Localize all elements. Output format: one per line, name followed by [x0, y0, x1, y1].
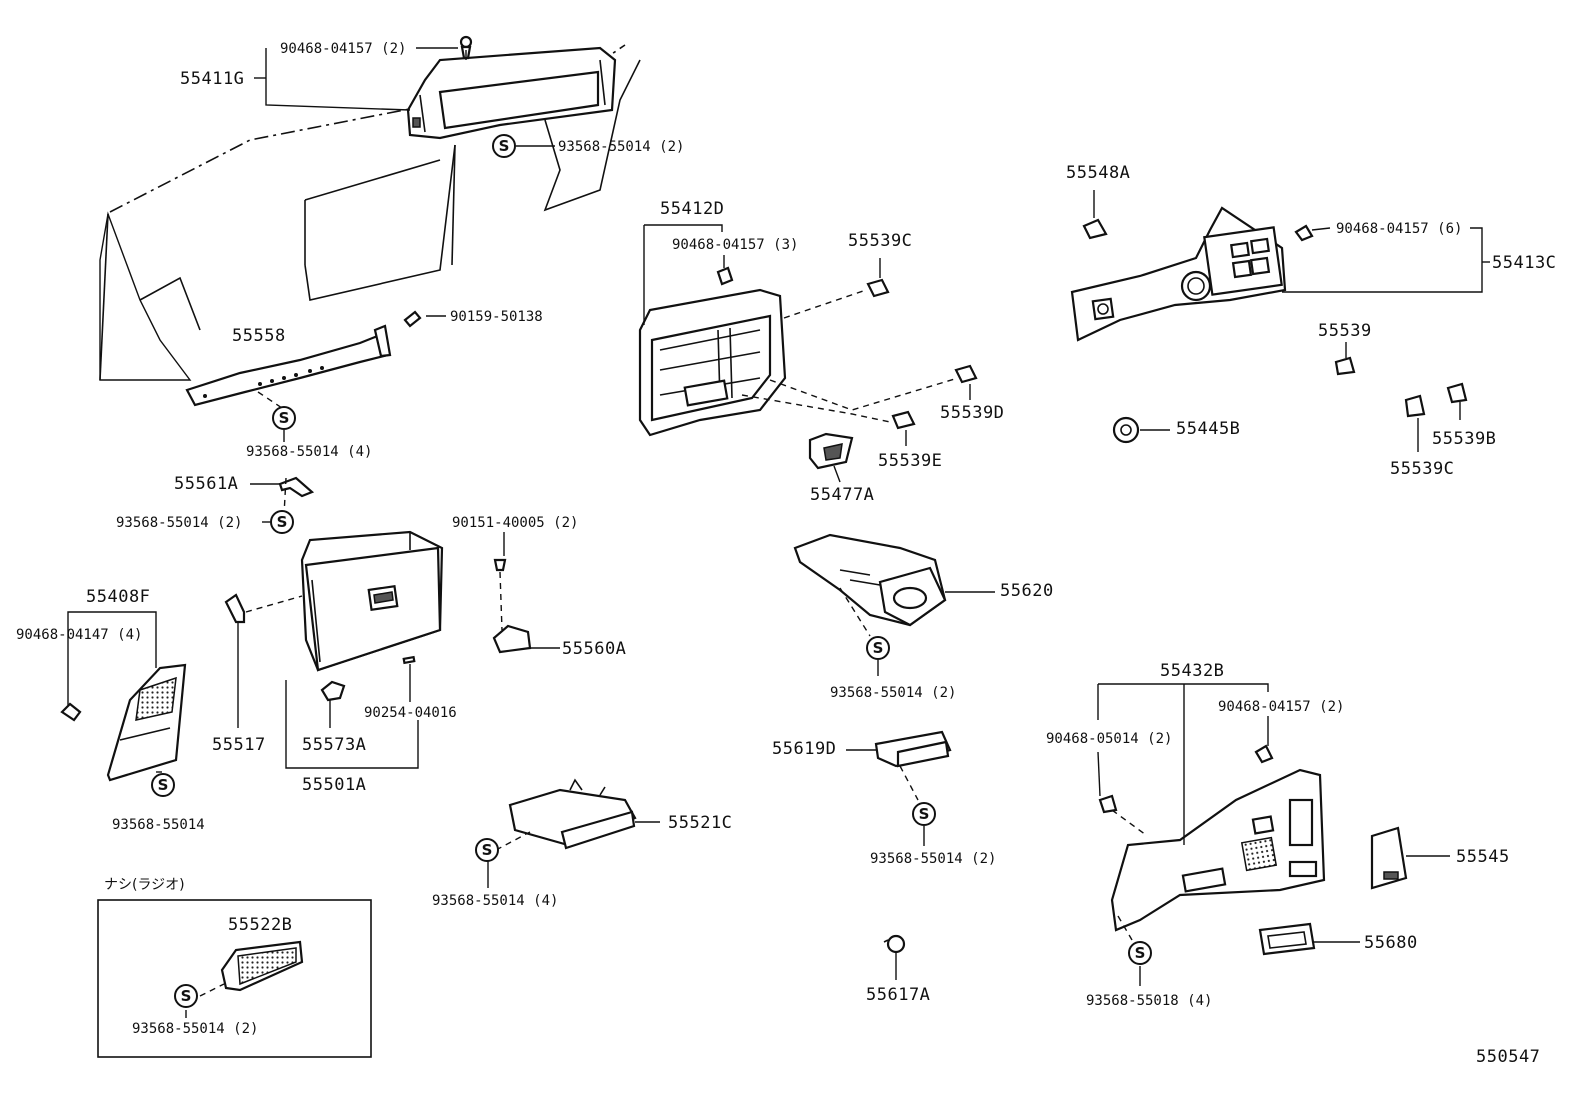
- screw-marker-d: S: [151, 773, 175, 797]
- label-55539C-a: 55539C: [848, 231, 913, 251]
- hinge-55517: [224, 593, 246, 624]
- label-55617A: 55617A: [866, 985, 931, 1005]
- label-55412D: 55412D: [660, 199, 725, 219]
- label-93568-55014-f: 93568-55014 (2): [132, 1021, 259, 1037]
- svg-text:S: S: [181, 987, 192, 1005]
- clip-55539C-a: [866, 278, 890, 298]
- label-55501A: 55501A: [302, 775, 367, 795]
- screw-marker-e: S: [475, 838, 499, 862]
- label-55539B: 55539B: [1432, 429, 1497, 449]
- svg-text:S: S: [919, 805, 930, 823]
- label-55548A: 55548A: [1066, 163, 1131, 183]
- bracket-55521C: [508, 778, 637, 850]
- svg-text:S: S: [279, 409, 290, 427]
- knob-55445B: [1112, 416, 1140, 444]
- clip-55539: [1334, 356, 1356, 376]
- pin-90254-04016: [402, 655, 416, 665]
- label-55539D: 55539D: [940, 403, 1005, 423]
- diagram-id: 550547: [1476, 1047, 1541, 1067]
- svg-text:S: S: [277, 513, 288, 531]
- lower-panel-55432B: [1098, 744, 1326, 932]
- label-55539C-b: 55539C: [1390, 459, 1455, 479]
- latch-55573A: [320, 680, 346, 702]
- leader-lines: [67, 47, 1490, 1018]
- ashtray-55620: [793, 533, 947, 627]
- label-93568-55014-g: 93568-55014 (2): [830, 685, 957, 701]
- stopper-55560A: [492, 558, 532, 654]
- bracket-55558: [185, 310, 422, 407]
- label-90159-50138: 90159-50138: [450, 309, 543, 325]
- label-90151-40005: 90151-40005 (2): [452, 515, 579, 531]
- screw-marker-g: S: [866, 636, 890, 660]
- label-55680: 55680: [1364, 933, 1418, 953]
- screw-marker-f: S: [174, 984, 198, 1008]
- label-55522B: 55522B: [228, 915, 293, 935]
- label-55620: 55620: [1000, 581, 1054, 601]
- cover-55545: [1370, 826, 1408, 890]
- label-55573A: 55573A: [302, 735, 367, 755]
- screw-marker-a: S: [492, 134, 516, 158]
- svg-text:S: S: [873, 639, 884, 657]
- label-93568-55014-b: 93568-55014 (4): [246, 444, 373, 460]
- label-55432B: 55432B: [1160, 661, 1225, 681]
- label-55561A: 55561A: [174, 474, 239, 494]
- svg-text:S: S: [499, 137, 510, 155]
- label-55539: 55539: [1318, 321, 1372, 341]
- switch-55477A: [808, 432, 854, 470]
- clip-55539D: [954, 364, 978, 384]
- label-90254-04016: 90254-04016: [364, 705, 457, 721]
- label-55539E: 55539E: [878, 451, 943, 471]
- label-90468-04157-b: 90468-04157 (3): [672, 237, 799, 253]
- switch-55548A: [1082, 218, 1108, 240]
- label-93568-55014-c: 93568-55014 (2): [116, 515, 243, 531]
- label-55558: 55558: [232, 326, 286, 346]
- label-90468-04157-a: 90468-04157 (2): [280, 41, 407, 57]
- center-panel-55412D: [638, 266, 787, 437]
- screw-marker-i: S: [1128, 941, 1152, 965]
- label-55413C: 55413C: [1492, 253, 1557, 273]
- label-90468-04157-d: 90468-04157 (2): [1218, 699, 1345, 715]
- label-55411G: 55411G: [180, 69, 245, 89]
- label-93568-55018: 93568-55018 (4): [1086, 993, 1213, 1009]
- svg-text:S: S: [482, 841, 493, 859]
- label-55477A: 55477A: [810, 485, 875, 505]
- cluster-panel-55413C: [1070, 206, 1287, 342]
- label-90468-04147: 90468-04147 (4): [16, 627, 143, 643]
- knob-55617A: [883, 934, 906, 954]
- clip-55561A: [278, 476, 315, 498]
- screw-marker-h: S: [912, 802, 936, 826]
- label-55445B: 55445B: [1176, 419, 1241, 439]
- svg-text:S: S: [158, 776, 169, 794]
- side-panel-55408F: [60, 663, 187, 782]
- clip-55539C-b: [1404, 394, 1426, 418]
- meter-hood-55411G: [406, 35, 617, 140]
- pocket-55680: [1258, 922, 1316, 956]
- radio-less-box: [97, 899, 372, 1058]
- radio-box-title: ナシ(ラジオ): [104, 877, 185, 893]
- label-93568-55014-h: 93568-55014 (2): [870, 851, 997, 867]
- label-55619D: 55619D: [772, 739, 837, 759]
- screw-marker-c: S: [270, 510, 294, 534]
- label-55408F: 55408F: [86, 587, 151, 607]
- svg-text:S: S: [1135, 944, 1146, 962]
- label-90468-05014: 90468-05014 (2): [1046, 731, 1173, 747]
- clip-90468-04157-c: [1294, 224, 1314, 242]
- label-93568-55014-a: 93568-55014 (2): [558, 139, 685, 155]
- ashtray-55619D: [874, 730, 952, 768]
- glove-box-55501A: [300, 530, 444, 672]
- label-93568-55014-d: 93568-55014: [112, 817, 205, 833]
- label-55521C: 55521C: [668, 813, 733, 833]
- label-90468-04157-c: 90468-04157 (6): [1336, 221, 1463, 237]
- clip-55539B: [1446, 382, 1468, 404]
- label-55560A: 55560A: [562, 639, 627, 659]
- label-93568-55014-e: 93568-55014 (4): [432, 893, 559, 909]
- clip-55539E: [891, 410, 916, 430]
- label-55545: 55545: [1456, 847, 1510, 867]
- screw-marker-b: S: [272, 406, 296, 430]
- label-55517: 55517: [212, 735, 266, 755]
